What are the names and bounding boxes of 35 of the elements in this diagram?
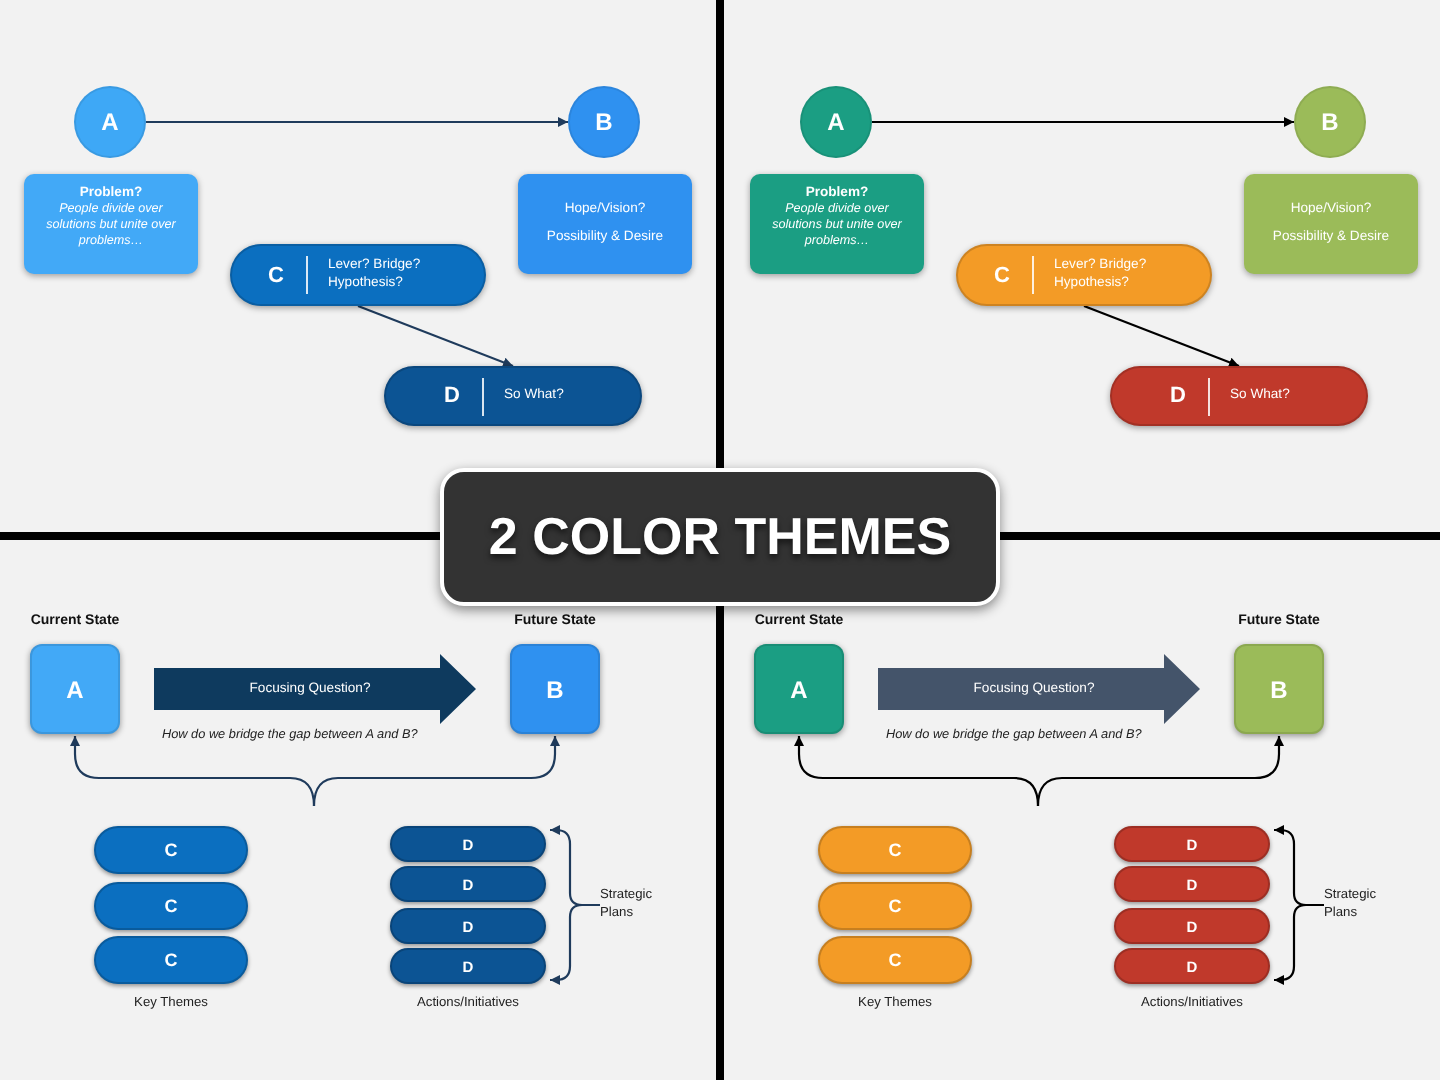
arrow	[872, 117, 1294, 127]
stack-pill: C	[818, 882, 972, 930]
stack-pill: C	[818, 936, 972, 984]
pill-shape	[1110, 366, 1368, 426]
brace-arrow	[1274, 903, 1324, 985]
stack-pill: C	[94, 882, 248, 930]
arrow	[146, 117, 568, 127]
letter-circle: A	[800, 86, 872, 158]
brace-arrow	[312, 736, 560, 807]
brace-arrow	[1036, 736, 1284, 807]
pill-shape	[956, 244, 1212, 306]
text-card	[1244, 174, 1418, 274]
title-banner: 2 COLOR THEMES	[440, 468, 1000, 606]
stack-pill: C	[94, 826, 248, 874]
text-card	[518, 174, 692, 274]
letter-circle: A	[74, 86, 146, 158]
pill-letter: D	[1168, 384, 1188, 408]
arrow	[357, 304, 514, 368]
square-letter: B	[546, 675, 564, 703]
pill-letter: C	[992, 263, 1012, 287]
arrow	[1083, 304, 1240, 368]
letter-circle: B	[568, 86, 640, 158]
pill-shape	[230, 244, 486, 306]
square-letter: A	[790, 675, 808, 703]
stack-pill: C	[818, 826, 972, 874]
text-card	[24, 174, 198, 274]
square-letter: B	[1270, 675, 1288, 703]
brace-arrow	[550, 903, 600, 985]
pill-shape	[384, 366, 642, 426]
pill-letter: D	[442, 384, 462, 408]
stack-pill: C	[94, 936, 248, 984]
letter-circle: B	[1294, 86, 1366, 158]
square-letter: A	[66, 675, 84, 703]
pill-letter: C	[266, 263, 286, 287]
text-card	[750, 174, 924, 274]
